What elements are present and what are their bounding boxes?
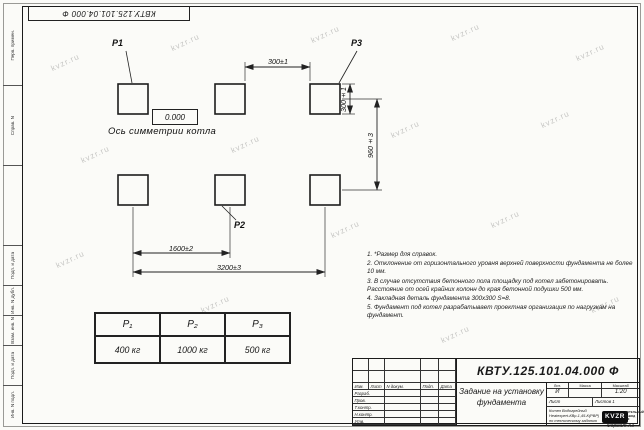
note-item: 2. Отклонение от горизонтального уровня … (367, 260, 633, 276)
sheets-value: 1 (612, 399, 615, 404)
left-strip: Перв. примен. Справ. N Подп. и дата Инв.… (3, 6, 22, 424)
drawing-title: Задание на установку фундамента (456, 383, 546, 425)
dim-top: 300±1 (268, 57, 288, 66)
mass-label: Масса (568, 383, 602, 389)
left-strip-cell: Взам. инв. N (3, 316, 22, 346)
pad-label-p3: Р3 (351, 38, 363, 48)
foundation-pad (117, 83, 149, 115)
revision-header-row: Изм. Лист N докум. Подп. Дата (353, 383, 456, 390)
strip-label: Инв. N дубл. (10, 287, 15, 314)
left-strip-cell: Перв. примен. (3, 6, 22, 86)
dim-height: 960±3 (365, 125, 376, 165)
revision-row (353, 359, 456, 371)
strip-label: Инв. N подл. (10, 391, 15, 419)
strip-label: Подп. и дата (10, 351, 15, 380)
strip-label: Подп. и дата (10, 251, 15, 280)
lit-value: И (555, 389, 560, 395)
scale-cell: Масштаб 1:20 (602, 383, 639, 397)
left-strip-cell: Инв. N подл. (3, 386, 22, 424)
elevation-mark: 0.000 (152, 109, 198, 125)
row-utv: Утв. (353, 418, 385, 425)
organization-cell: Котел Водогрейный Heatexpert-КВр-1,45-К(… (546, 406, 644, 425)
scale-value: 1:20 (614, 389, 627, 395)
foundation-pad (214, 83, 246, 115)
sheets-row: Лист Листов 1 (546, 397, 639, 406)
lit-mass-scale: Лит. И Масса Масштаб 1:20 (546, 383, 639, 397)
dim-height-value: 960±3 (366, 132, 375, 158)
row-tkontr: Т.контр. (353, 404, 385, 411)
sheets-label: Листов (595, 399, 611, 404)
load-table: Р₁ Р₂ Р₃ 400 кг 1000 кг 500 кг (94, 312, 291, 364)
col-docnum: N докум. (385, 383, 421, 390)
load-table-value: 400 кг (95, 336, 160, 363)
note-item: 5. Фундамент под котел разрабатывает про… (367, 304, 616, 320)
row-nkontr: Н.контр. (353, 411, 385, 418)
dim-full: 3200±3 (217, 263, 241, 272)
leader-lines (125, 50, 358, 221)
pad-label-p2: Р2 (234, 220, 246, 230)
product-description: Котел Водогрейный Heatexpert-КВр-1,45-К(… (549, 408, 600, 424)
axis-label: Ось симметрии котла (108, 126, 217, 137)
company-name: КОТЕЛЬНЫЙ ЗАВОД РФ (625, 410, 644, 422)
left-strip-cell: Подп. и дата (3, 246, 22, 286)
dim-half: 1600±2 (169, 244, 193, 253)
scale-label: Масштаб (602, 383, 639, 389)
title-block: Изм. Лист N докум. Подп. Дата Разраб. Пр… (352, 358, 644, 426)
row-razrab: Разраб. (353, 390, 385, 397)
kvzr-logo: KVZR (602, 411, 629, 423)
format-label: Формат А3 (606, 423, 634, 429)
col-data: Дата (439, 383, 456, 390)
dim-side-value: 300±1 (339, 86, 348, 112)
doc-number: КВТУ.125.101.04.000 Ф (456, 359, 639, 383)
lit-label: Лит. (547, 383, 568, 389)
sheet-label: Лист (547, 398, 593, 406)
signature-row: Разраб. (353, 390, 456, 397)
foundation-pad (309, 174, 341, 206)
load-table-value: 1000 кг (160, 336, 225, 363)
foundation-pad (309, 83, 341, 115)
doc-number-rotated: КВТУ.125.101.04.000 Ф (28, 6, 190, 21)
notes-block: 1. *Размер для справок. 2. Отклонение от… (367, 251, 633, 321)
note-item: 3. В случае отсутствия бетонного пола пл… (367, 277, 609, 293)
signature-row: Т.контр. (353, 404, 456, 411)
elevation-value: 0.000 (164, 112, 186, 122)
lit-cell: Лит. И (547, 383, 569, 397)
signature-row: Утв. (353, 418, 456, 425)
left-strip-cell: Инв. N дубл. (3, 286, 22, 316)
row-prov: Пров. (353, 397, 385, 404)
note-item: 1. *Размер для справок. (367, 251, 438, 258)
load-table-header: Р₁ (95, 313, 160, 336)
foundation-pad (214, 174, 246, 206)
pad-label-p1: Р1 (112, 38, 124, 48)
dimension-lines (132, 64, 380, 275)
mass-cell: Масса (568, 383, 603, 397)
load-table-header: Р₂ (160, 313, 225, 336)
mass-value (569, 389, 602, 397)
strip-label: Справ. N (10, 115, 15, 136)
left-strip-cell: Справ. N (3, 86, 22, 166)
left-strip-cell (3, 166, 22, 246)
col-izm: Изм. (353, 383, 369, 390)
foundation-pad (117, 174, 149, 206)
signature-row: Н.контр. (353, 411, 456, 418)
doc-number-rotated-text: КВТУ.125.101.04.000 Ф (62, 8, 156, 18)
outer-border (3, 3, 641, 427)
load-table-header: Р₃ (225, 313, 290, 336)
revision-grid: Изм. Лист N докум. Подп. Дата Разраб. Пр… (353, 359, 456, 425)
left-strip-cell: Подп. и дата (3, 346, 22, 386)
col-list: Лист (369, 383, 385, 390)
foundation-pads (117, 83, 341, 206)
sheets-count: Листов 1 (593, 398, 639, 406)
col-podp: Подп. (421, 383, 439, 390)
strip-label: Взам. инв. N (10, 317, 15, 344)
signature-row: Пров. (353, 397, 456, 404)
dim-side: 300±1 (338, 84, 349, 114)
note-item: 4. Закладная деталь фундамента 300x300 S… (367, 294, 511, 302)
revision-row (353, 371, 456, 383)
load-table-value: 500 кг (225, 336, 290, 363)
strip-label: Перв. примен. (10, 30, 15, 61)
